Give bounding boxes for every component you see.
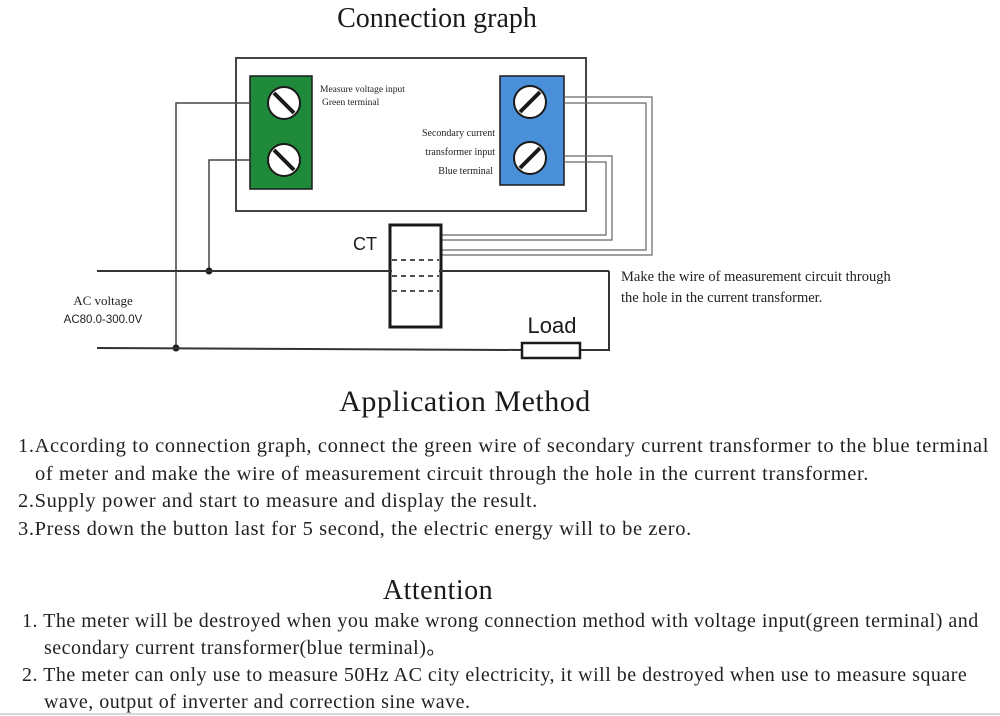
application-method-list: 1.According to connection graph, connect… <box>18 433 993 543</box>
green-terminal-label-1: Measure voltage input <box>320 85 405 95</box>
green-terminal-label-2: Green terminal <box>322 98 380 108</box>
ac-voltage-label: AC voltage <box>73 293 133 308</box>
load-label: Load <box>528 313 577 338</box>
method-item-3: 3.Press down the button last for 5 secon… <box>18 517 692 540</box>
ct-label: CT <box>353 234 377 254</box>
method-item-1: 1.According to connection graph, connect… <box>18 435 990 485</box>
blue-terminal-screw-top <box>513 85 547 119</box>
attention-item-1: 1. The meter will be destroyed when you … <box>22 610 979 659</box>
circuit-note-line-1: Make the wire of measurement circuit thr… <box>621 269 892 285</box>
ct-body <box>388 223 443 329</box>
ct-secondary-wires <box>441 96 653 256</box>
green-terminal-screw-top <box>267 86 301 120</box>
meter-box <box>235 57 587 212</box>
attention-list: 1. The meter will be destroyed when you … <box>22 608 997 716</box>
attention-item-2: 2. The meter can only use to measure 50H… <box>22 664 968 713</box>
application-method-heading: Application Method <box>339 385 591 418</box>
measurement-circuit <box>96 270 610 351</box>
blue-terminal-label-3: Blue terminal <box>438 166 493 177</box>
ac-voltage-range: AC80.0-300.0V <box>64 314 143 326</box>
green-terminal-screw-bottom <box>267 143 301 177</box>
diagram-title: Connection graph <box>337 3 537 34</box>
blue-terminal-label-2: transformer input <box>425 147 495 158</box>
circuit-note-line-2: the hole in the current transformer. <box>621 290 822 306</box>
bottom-divider <box>0 713 1000 715</box>
method-item-2: 2.Supply power and start to measure and … <box>18 490 538 512</box>
blue-terminal-label-1: Secondary current <box>422 128 495 139</box>
voltage-wires <box>175 102 250 348</box>
blue-terminal-screw-bottom <box>513 141 547 175</box>
load-resistor <box>520 341 582 360</box>
connection-diagram: Connection graph Measure voltage input G… <box>64 3 892 360</box>
attention-heading: Attention <box>382 575 494 606</box>
ct-hole <box>392 259 439 292</box>
